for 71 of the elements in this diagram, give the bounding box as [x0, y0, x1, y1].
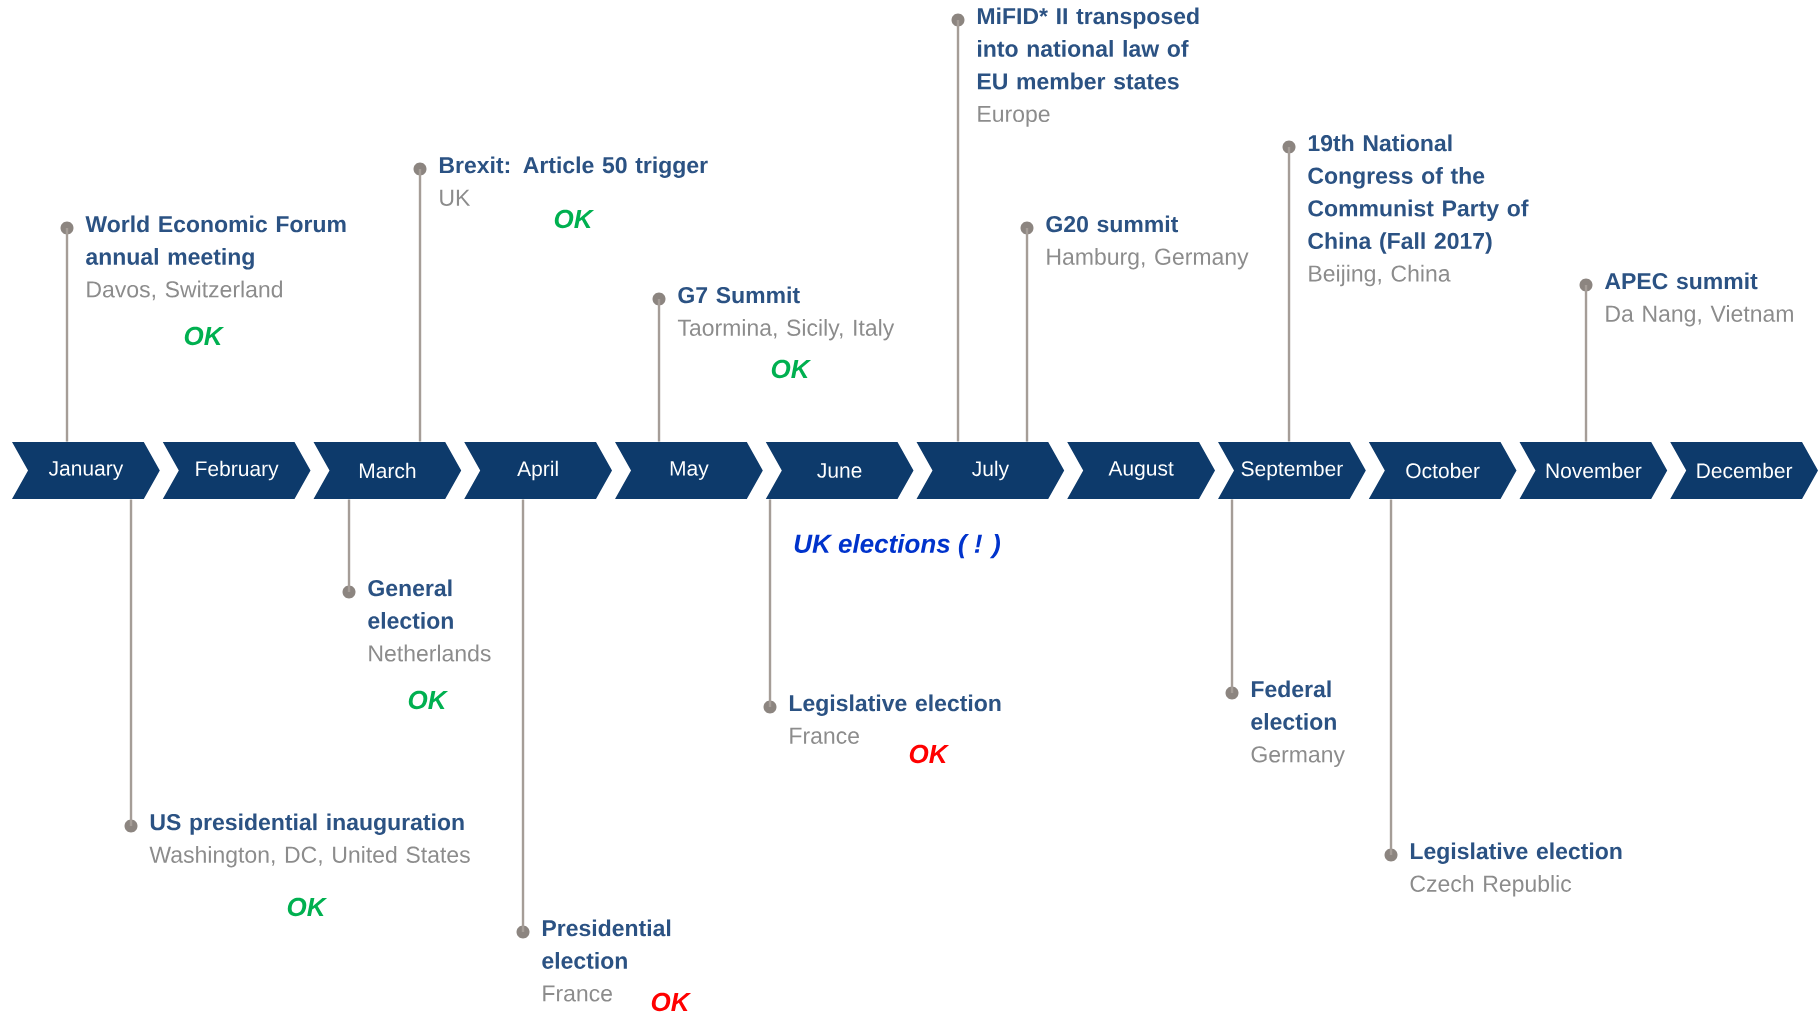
- node-label: Da Nang, Vietnam: [1606, 305, 1793, 327]
- status-label: OK: [408, 690, 449, 710]
- month-segment: July: [916, 442, 1065, 499]
- node-label: Federal election: [1251, 680, 1336, 730]
- node-label: World Economic Forum annual meeting: [85, 215, 346, 270]
- leader-line: [956, 20, 960, 442]
- month-segment: November: [1519, 442, 1668, 499]
- event-callout: MiFID* II transposed into national law of EU member states Europe: [951, 7, 1199, 127]
- node-label: Netherlands: [369, 644, 491, 662]
- node-label: General election: [368, 579, 453, 629]
- leader-line: [1230, 499, 1234, 693]
- leader-line: [347, 499, 351, 592]
- status-label: OK: [771, 359, 812, 379]
- status-label: OK: [554, 209, 595, 229]
- status-label: OK: [287, 897, 328, 917]
- leader-line: [1025, 228, 1029, 442]
- month-segment: August: [1067, 442, 1215, 499]
- note-label: UK elections ( ! ): [794, 533, 1000, 559]
- node-label: Taormina, Sicily, Italy: [677, 319, 895, 341]
- month-segment: February: [162, 442, 311, 499]
- node-label: France: [790, 727, 859, 744]
- node-label: France: [543, 985, 612, 1002]
- month-segment: March: [313, 442, 462, 499]
- event-callout: Federal election Germany: [1225, 680, 1345, 768]
- event-callout: Legislative election France: [763, 694, 1001, 744]
- node-label: APEC summit: [1604, 272, 1758, 290]
- leader-line: [657, 299, 661, 442]
- leader-line: [65, 228, 69, 442]
- leader-line: [521, 499, 525, 932]
- month-segment: October: [1368, 442, 1517, 499]
- event-callout: Brexit: Article 50 trigger UK: [413, 156, 708, 206]
- event-callout: US presidential inauguration Washington, DC, United States: [124, 813, 470, 868]
- leader-line: [129, 499, 133, 826]
- month-segment: April: [464, 442, 612, 499]
- event-callout: 19th National Congress of the Communist Party of China (Fall 2017) Beijing, China: [1282, 134, 1529, 287]
- leader-line: [1389, 499, 1393, 855]
- node-label: Presidential election: [542, 919, 671, 969]
- status-label: OK: [184, 326, 225, 346]
- node-label: Europe: [978, 106, 1050, 127]
- month-segment: January: [12, 442, 160, 499]
- event-callout: World Economic Forum annual meeting Davos, Switzerland: [60, 215, 346, 301]
- node-label: 19th National Congress of the Communist Party of China (Fall 2017): [1308, 134, 1529, 254]
- leader-line: [418, 169, 422, 442]
- node-label: Legislative election: [1410, 842, 1622, 864]
- leader-line: [1584, 285, 1588, 442]
- event-callout: General election Netherlands: [342, 579, 491, 662]
- month-segment: September: [1218, 442, 1366, 499]
- node-label: Legislative election: [789, 694, 1001, 716]
- status-label: OK: [909, 744, 950, 764]
- month-segment: December: [1670, 442, 1818, 499]
- event-callout: APEC summit Da Nang, Vietnam: [1579, 272, 1793, 327]
- node-label: G20 summit: [1046, 215, 1179, 233]
- leader-line: [1287, 147, 1291, 442]
- event-callout: G7 Summit Taormina, Sicily, Italy: [652, 286, 895, 341]
- node-label: G7 Summit: [678, 286, 800, 304]
- event-callout: G20 summit Hamburg, Germany: [1020, 215, 1249, 270]
- node-label: UK: [440, 189, 471, 206]
- node-label: Washington, DC, United States: [149, 846, 470, 868]
- node-label: Hamburg, Germany: [1047, 248, 1249, 270]
- node-label: Davos, Switzerland: [87, 280, 283, 301]
- node-label: Germany: [1251, 746, 1345, 768]
- node-label: Beijing, China: [1309, 264, 1451, 287]
- node-label: Czech Republic: [1410, 875, 1572, 897]
- month-segment: May: [615, 442, 763, 499]
- node-label: MiFID* II transposed into national law of EU member states: [977, 7, 1199, 90]
- node-label: Brexit: Article 50 trigger: [439, 156, 708, 178]
- node-label: US presidential inauguration: [150, 813, 464, 835]
- status-label: OK: [651, 992, 692, 1012]
- leader-line: [768, 499, 772, 707]
- month-segment: June: [765, 442, 914, 499]
- event-callout: Legislative election Czech Republic: [1384, 842, 1622, 897]
